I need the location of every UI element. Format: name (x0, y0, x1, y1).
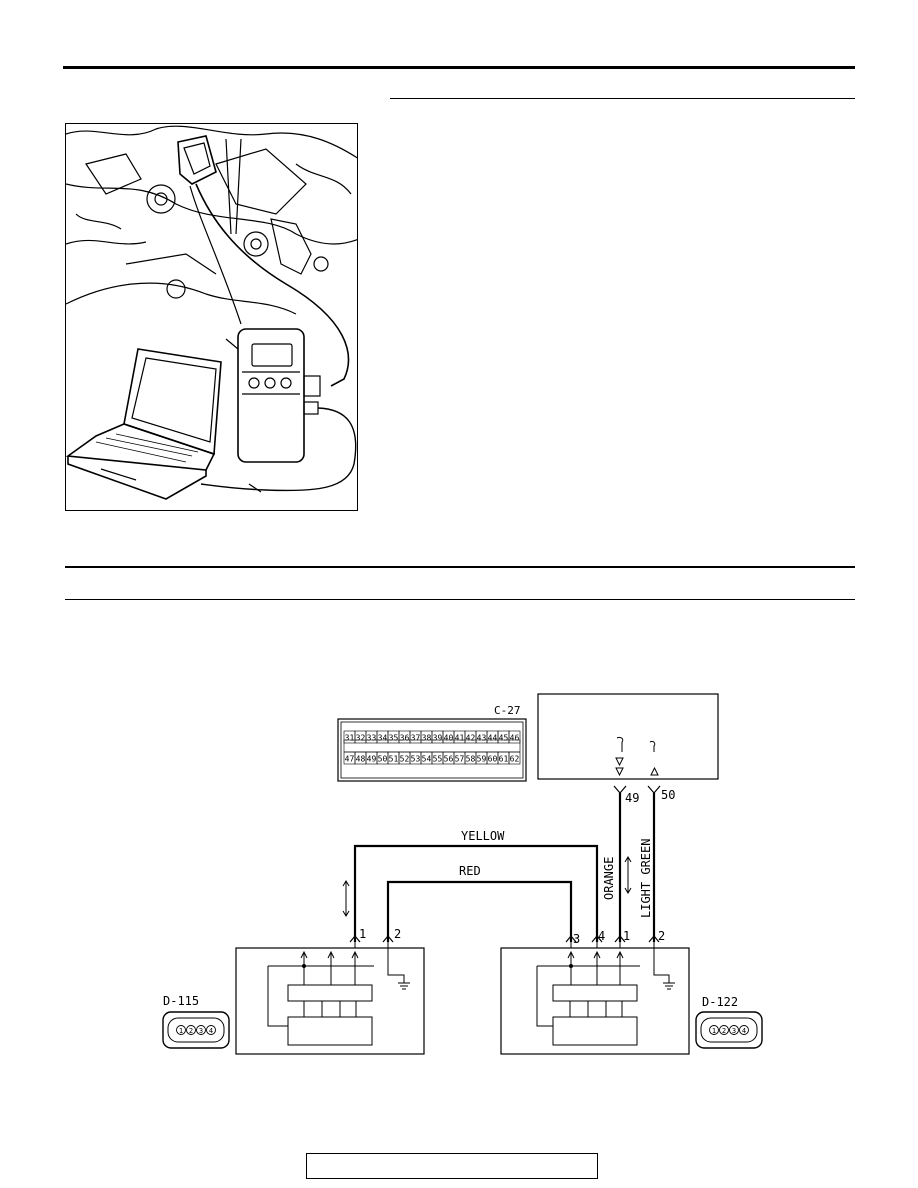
c27-bottom-pin-48: 48 (356, 755, 366, 764)
d122-face-pin-3: 3 (732, 1027, 736, 1035)
wire-red (386, 880, 573, 942)
c27-top-pin-35: 35 (389, 734, 399, 743)
c27-top-pin-46: 46 (510, 734, 520, 743)
c27-top-pin-33: 33 (367, 734, 377, 743)
sensor-d115-pin-2: 2 (394, 927, 401, 941)
c27-top-pin-45: 45 (499, 734, 509, 743)
c27-bottom-pin-59: 59 (477, 755, 487, 764)
d115-face-pin-3: 3 (199, 1027, 203, 1035)
d122-face-pin-circle (719, 1025, 729, 1035)
wire-orange-label: ORANGE (602, 857, 616, 900)
connector-c27-label: C-27 (494, 704, 521, 717)
c27-bottom-pin-53: 53 (411, 755, 421, 764)
sub-rule (390, 98, 855, 99)
c27-bottom-pin-56: 56 (444, 755, 454, 764)
signal-arrows (342, 856, 632, 917)
c27-top-cavity (508, 730, 521, 744)
sensor-d122-pin-4: 4 (598, 929, 605, 943)
wire-yellow (353, 844, 599, 942)
ecu-box: 49 50 (537, 693, 719, 805)
c27-top-pin-31: 31 (345, 734, 355, 743)
sensor-d122-pin-3: 3 (573, 932, 580, 946)
d115-face-pin-circle (206, 1025, 216, 1035)
wire-red-label: RED (459, 864, 481, 878)
c27-top-pin-38: 38 (422, 734, 432, 743)
d122-face-pin-4: 4 (742, 1027, 746, 1035)
sensor-d122-pin-2: 2 (658, 929, 665, 943)
c27-top-pin-37: 37 (411, 734, 421, 743)
c27-bottom-pin-49: 49 (367, 755, 377, 764)
c27-top-pin-32: 32 (356, 734, 366, 743)
c27-top-pin-44: 44 (488, 734, 498, 743)
top-rule (63, 66, 855, 69)
c27-bottom-pin-50: 50 (378, 755, 388, 764)
ecu-pin-50: 50 (661, 788, 675, 802)
d115-face-pin-1: 1 (179, 1027, 183, 1035)
c27-bottom-pin-62: 62 (510, 755, 520, 764)
ecu-pin-49: 49 (625, 791, 639, 805)
d122-face-pin-circle (709, 1025, 719, 1035)
c27-top-pin-41: 41 (455, 734, 465, 743)
wire-lines (353, 793, 656, 942)
d115-face-pin-circle (186, 1025, 196, 1035)
sensor-d115-pin-1: 1 (359, 927, 366, 941)
d115-face-pin-2: 2 (189, 1027, 193, 1035)
footer-box (306, 1153, 598, 1179)
c27-bottom-pin-57: 57 (455, 755, 465, 764)
connector-d115-label: D-115 (163, 994, 199, 1008)
d122-face-pin-1: 1 (712, 1027, 716, 1035)
c27-bottom-pin-55: 55 (433, 755, 443, 764)
c27-top-pin-43: 43 (477, 734, 487, 743)
c27-bottom-pin-52: 52 (400, 755, 410, 764)
illustration-drawing (66, 125, 357, 500)
sensor-d122-pin-1: 1 (623, 929, 630, 943)
c27-bottom-pin-61: 61 (499, 755, 509, 764)
c27-top-pin-42: 42 (466, 734, 476, 743)
c27-top-pin-36: 36 (400, 734, 410, 743)
connector-d122-label: D-122 (702, 995, 738, 1009)
d115-face-pin-circle (196, 1025, 206, 1035)
c27-bottom-pin-60: 60 (488, 755, 498, 764)
d122-face-pin-2: 2 (722, 1027, 726, 1035)
d115-face-pin-circle (176, 1025, 186, 1035)
c27-bottom-pin-58: 58 (466, 755, 476, 764)
section-rule-bottom (65, 599, 855, 600)
wire-light-green-label: LIGHT GREEN (639, 839, 653, 918)
c27-top-pin-34: 34 (378, 734, 388, 743)
d122-face-pin-circle (729, 1025, 739, 1035)
d122-face-pin-circle (739, 1025, 749, 1035)
c27-bottom-pin-47: 47 (345, 755, 355, 764)
section-rule-top (65, 566, 855, 568)
c27-bottom-pin-54: 54 (422, 755, 432, 764)
c27-bottom-pin-51: 51 (389, 755, 399, 764)
c27-top-pin-40: 40 (444, 734, 454, 743)
d115-face-pin-4: 4 (209, 1027, 213, 1035)
c27-bottom-cavity (508, 751, 521, 765)
scan-tool-illustration (65, 123, 358, 511)
wire-yellow-label: YELLOW (461, 829, 505, 843)
c27-top-pin-39: 39 (433, 734, 443, 743)
